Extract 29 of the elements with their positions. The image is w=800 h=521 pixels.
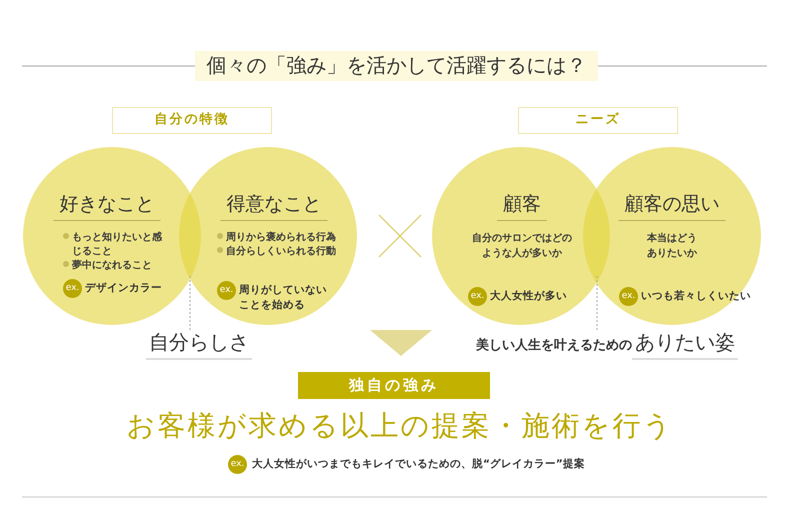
circle-heading: 顧客の思い bbox=[618, 191, 726, 221]
example-text: 周りがしていないことを始める bbox=[239, 283, 328, 313]
bullet-item: 自分らしくいられる行動 bbox=[217, 245, 351, 259]
header-box: ニーズ bbox=[518, 107, 678, 134]
bullet-item: 周りから褒められる行為 bbox=[217, 231, 351, 245]
header-box: 自分の特徴 bbox=[112, 107, 272, 134]
example-badge: ex. bbox=[228, 455, 247, 474]
title-banner: 個々の「強み」を活かして活躍するには？ bbox=[195, 51, 598, 81]
example-text: デザインカラー bbox=[85, 281, 163, 296]
caption-heading: 自分らしさ bbox=[146, 330, 252, 360]
bullet-item: もっと知りたいと感じること bbox=[63, 231, 168, 259]
circle-heading: 好きなこと bbox=[54, 191, 160, 221]
circle-heading: 得意なこと bbox=[220, 191, 328, 221]
circle-heading: 顧客 bbox=[497, 191, 547, 221]
example-badge: ex. bbox=[468, 287, 487, 306]
description-text: 本当はどうありたいか bbox=[646, 232, 698, 261]
bullet-item: 夢中になれること bbox=[63, 259, 182, 273]
example-text: 大人女性がいつまでもキレイでいるための、脱“グレイカラー”提案 bbox=[252, 456, 585, 472]
caption-text: 美しい人生を叶えるための bbox=[476, 337, 632, 352]
example-badge: ex. bbox=[619, 287, 638, 306]
example-badge: ex. bbox=[63, 279, 82, 298]
example-badge: ex. bbox=[217, 281, 236, 300]
description-text: 自分のサロンではどのような人が多いか bbox=[471, 232, 573, 261]
caption-heading: ありたい姿 bbox=[632, 330, 738, 360]
main-statement: お客様が求める以上の提案・施術を行う bbox=[126, 410, 674, 444]
example-text: 大人女性が多い bbox=[490, 289, 568, 304]
label-band: 独自の強み bbox=[298, 372, 490, 399]
leader-line bbox=[596, 276, 598, 330]
example-text: いつも若々しくいたい bbox=[641, 289, 752, 304]
